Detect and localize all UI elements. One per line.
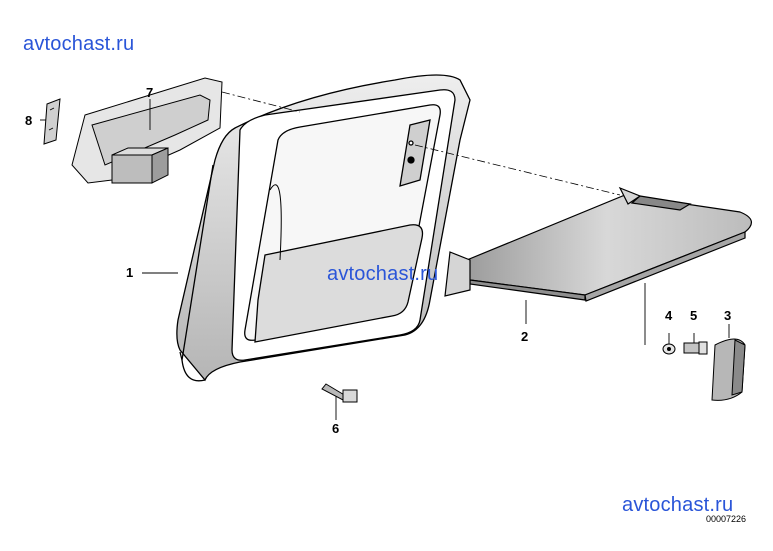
screw-6: [321, 383, 358, 403]
callout-7: 7: [146, 85, 154, 100]
plate-part: [43, 98, 61, 145]
dash-lines: [221, 91, 621, 196]
screw-5: [683, 341, 708, 355]
diagram-code: 00007226: [706, 514, 747, 524]
tray-part: [444, 186, 752, 302]
bracket-part: [71, 77, 223, 184]
watermark-top: avtochast.ru: [23, 33, 135, 55]
callout-5: 5: [690, 308, 698, 323]
watermark-bottom: avtochast.ru: [622, 494, 734, 516]
callout-8: 8: [25, 113, 33, 128]
callout-2: 2: [521, 329, 529, 344]
knob-3: [711, 338, 746, 401]
callout-6: 6: [332, 421, 340, 436]
callout-4: 4: [665, 308, 673, 323]
washer-4: [662, 343, 676, 355]
callout-3: 3: [724, 308, 732, 323]
callout-1: 1: [126, 265, 134, 280]
leader-lines: [40, 99, 730, 420]
watermark-middle: avtochast.ru: [327, 263, 439, 285]
frame-part: [176, 74, 471, 382]
